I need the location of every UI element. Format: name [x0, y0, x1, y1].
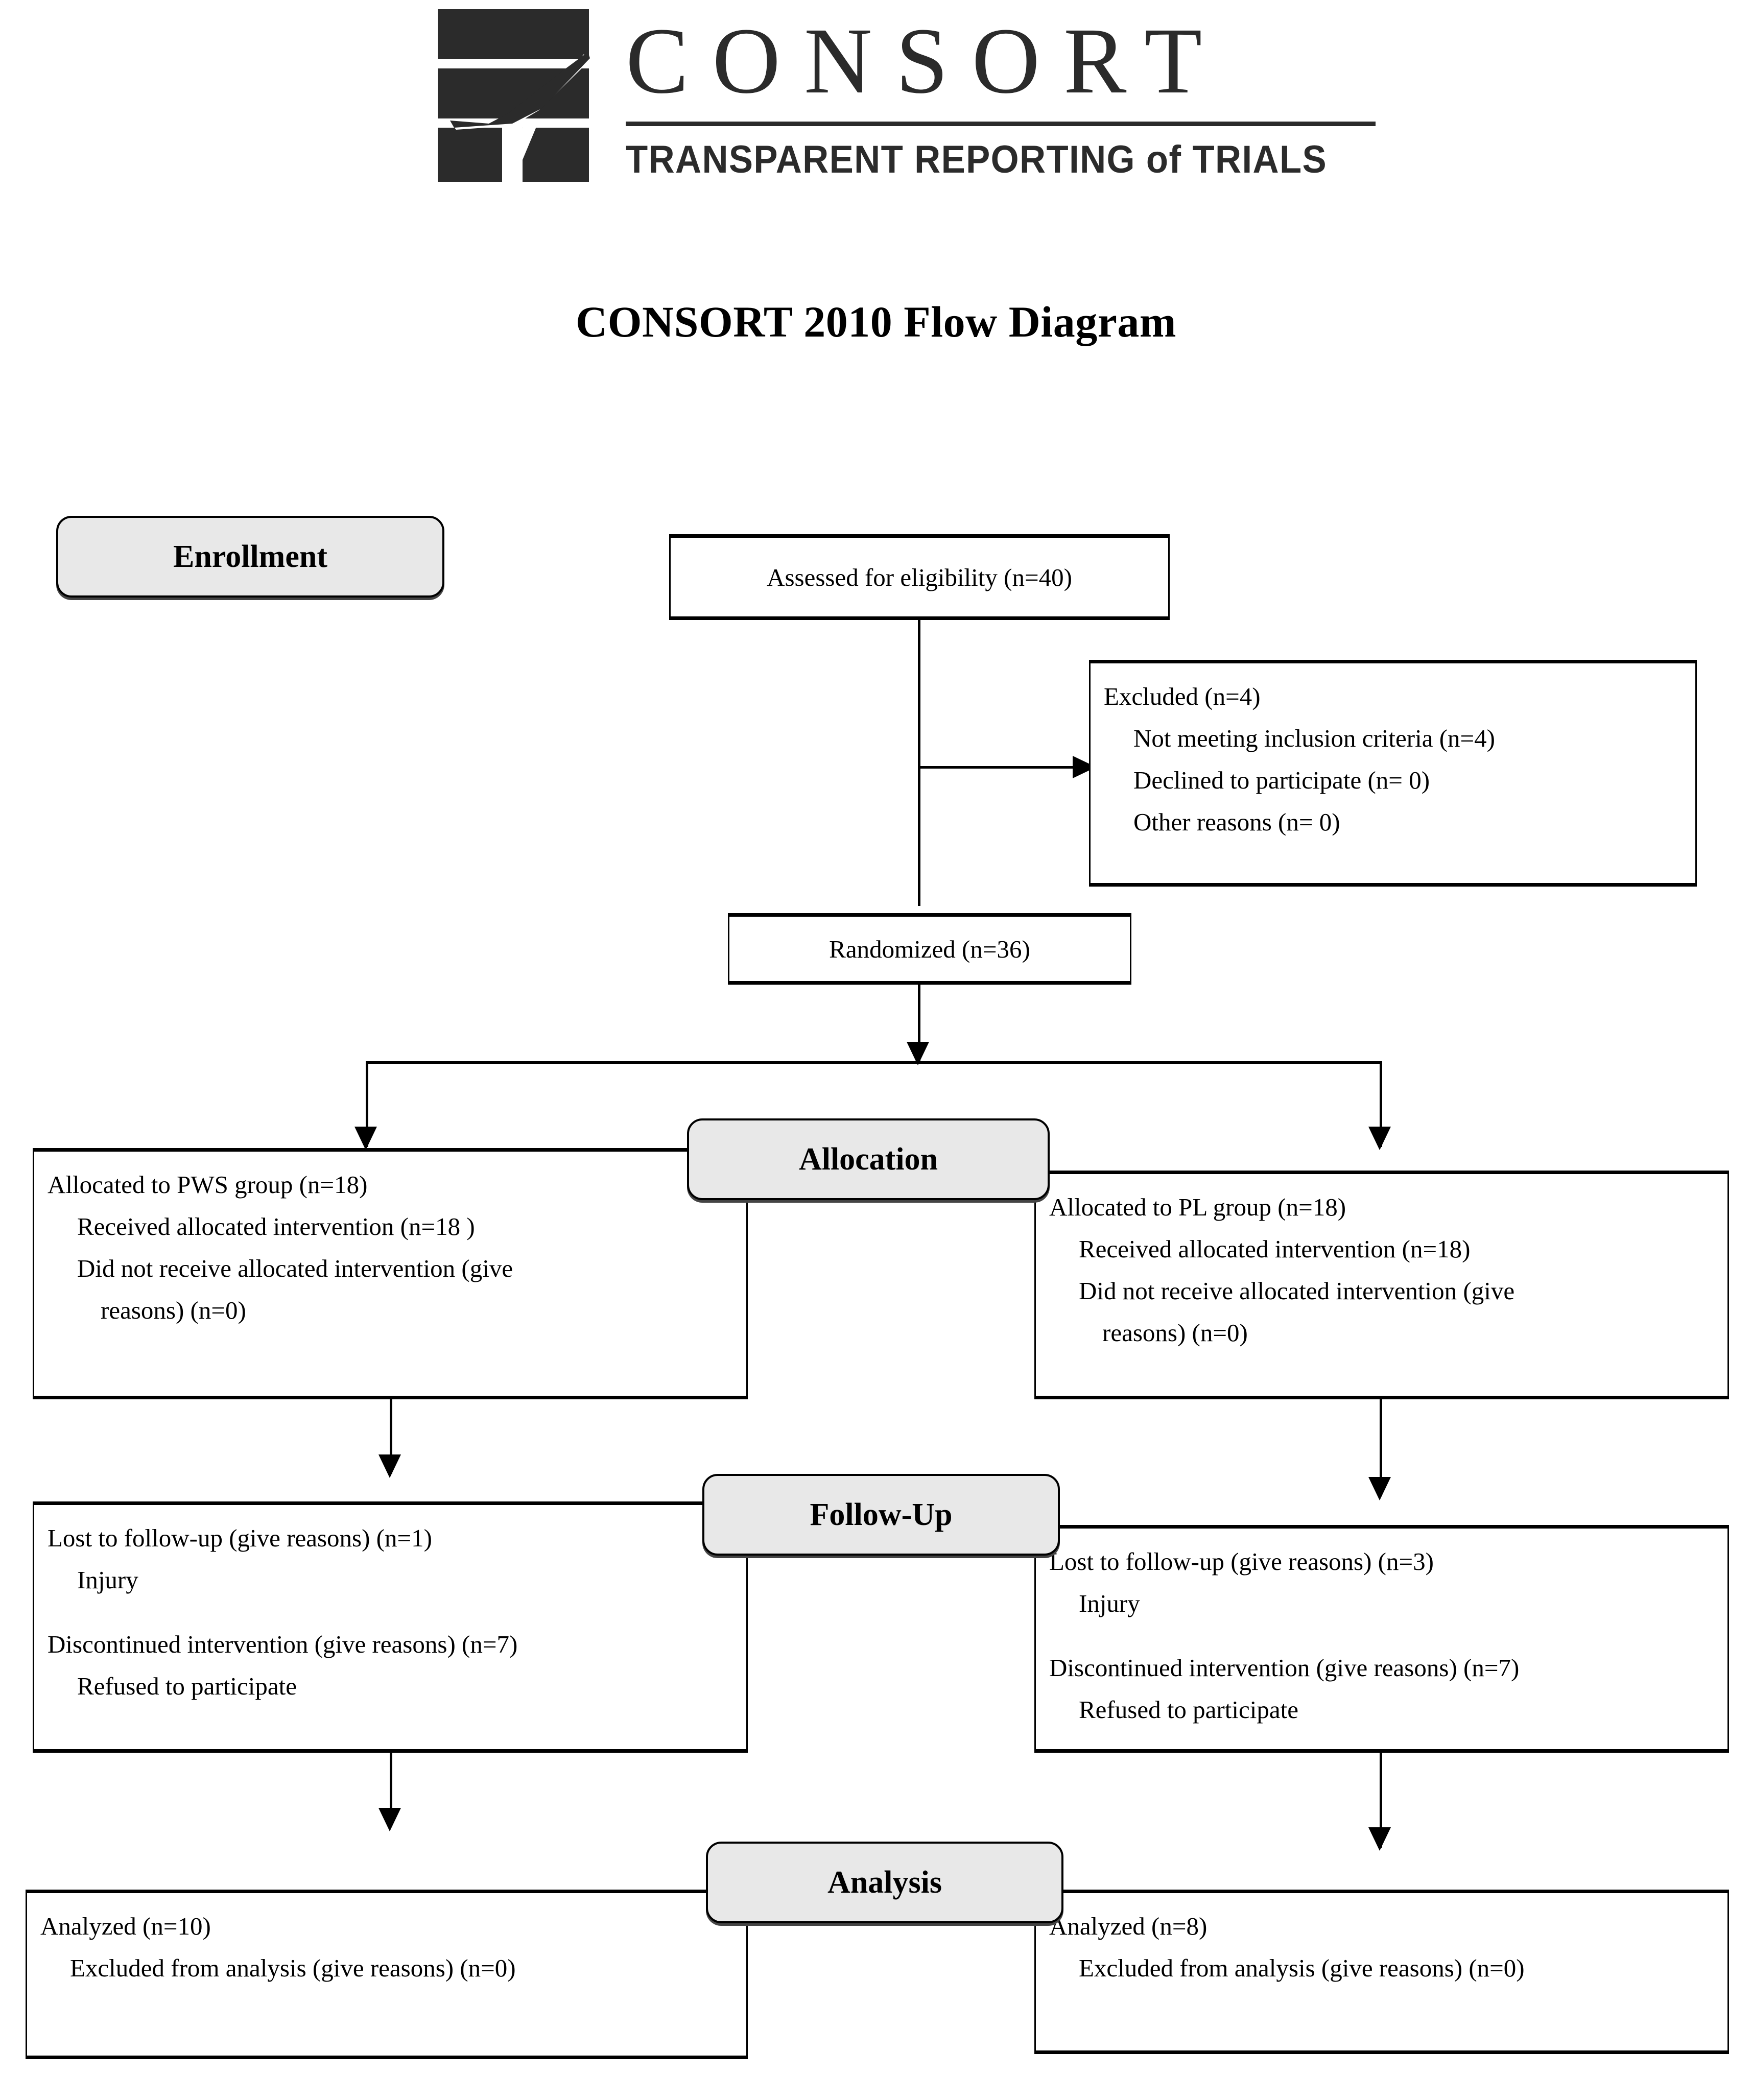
- consort-logo: CONSORT TRANSPARENT REPORTING of TRIALS: [437, 5, 1387, 189]
- logo-tagline: TRANSPARENT REPORTING of TRIALS: [626, 138, 1328, 181]
- excluded-line-1: Excluded (n=4): [1104, 682, 1261, 710]
- arrowhead-analysis-left-icon: [378, 1808, 401, 1831]
- connector-split-left: [366, 1061, 368, 1147]
- connector-randomized-down: [918, 985, 920, 1061]
- stage-label-enrollment: Enrollment: [56, 516, 444, 598]
- box-followup-right: Lost to follow-up (give reasons) (n=3) I…: [1034, 1525, 1729, 1753]
- followup-right-line-2: Injury: [1079, 1589, 1140, 1617]
- randomized-text: Randomized (n=36): [829, 935, 1030, 963]
- analysis-left-line-2: Excluded from analysis (give reasons) (n…: [70, 1954, 516, 1982]
- analysis-right-line-2: Excluded from analysis (give reasons) (n…: [1079, 1954, 1525, 1982]
- connector-assessed-to-randomized: [918, 620, 920, 906]
- connector-alloc-left-to-followup: [390, 1399, 392, 1474]
- stage-label-followup-text: Follow-Up: [810, 1497, 953, 1532]
- followup-left-line-2: Injury: [77, 1566, 138, 1594]
- arrowhead-followup-left-icon: [378, 1454, 401, 1478]
- alloc-left-line-2: Received allocated intervention (n=18 ): [77, 1212, 475, 1240]
- followup-right-line-1: Lost to follow-up (give reasons) (n=3): [1049, 1547, 1434, 1576]
- alloc-left-line-1: Allocated to PWS group (n=18): [48, 1171, 368, 1199]
- followup-left-line-3: Discontinued intervention (give reasons)…: [48, 1630, 518, 1658]
- stage-label-analysis: Analysis: [706, 1842, 1063, 1923]
- alloc-right-line-2: Received allocated intervention (n=18): [1079, 1235, 1471, 1263]
- page-title: CONSORT 2010 Flow Diagram: [575, 297, 1177, 346]
- excluded-line-2: Not meeting inclusion criteria (n=4): [1133, 724, 1495, 752]
- stage-label-enrollment-text: Enrollment: [173, 539, 327, 574]
- stage-label-allocation: Allocation: [687, 1118, 1050, 1200]
- arrowhead-alloc-left-icon: [354, 1127, 377, 1150]
- followup-right-line-4: Refused to participate: [1079, 1696, 1298, 1724]
- box-assessed-for-eligibility: Assessed for eligibility (n=40): [669, 534, 1170, 620]
- analysis-left-line-1: Analyzed (n=10): [40, 1912, 211, 1940]
- stage-label-allocation-text: Allocation: [798, 1141, 938, 1177]
- followup-right-line-3: Discontinued intervention (give reasons)…: [1049, 1654, 1520, 1682]
- connector-alloc-right-to-followup: [1380, 1399, 1382, 1496]
- arrowhead-alloc-right-icon: [1368, 1127, 1391, 1150]
- excluded-line-3: Declined to participate (n= 0): [1133, 766, 1430, 794]
- stage-label-followup: Follow-Up: [702, 1474, 1060, 1556]
- consort-bars-mark-icon: [438, 9, 590, 182]
- arrowhead-followup-right-icon: [1368, 1477, 1391, 1500]
- analysis-right-line-1: Analyzed (n=8): [1049, 1912, 1208, 1940]
- connector-split-bar: [366, 1061, 1382, 1064]
- stage-label-analysis-text: Analysis: [827, 1865, 942, 1900]
- box-allocation-right: Allocated to PL group (n=18) Received al…: [1034, 1171, 1729, 1399]
- box-allocation-left: Allocated to PWS group (n=18) Received a…: [33, 1148, 748, 1399]
- alloc-right-line-1: Allocated to PL group (n=18): [1049, 1193, 1346, 1221]
- followup-left-line-1: Lost to follow-up (give reasons) (n=1): [48, 1524, 432, 1552]
- box-randomized: Randomized (n=36): [728, 913, 1131, 985]
- connector-followup-right-to-analysis: [1380, 1753, 1382, 1848]
- followup-left-line-4: Refused to participate: [77, 1672, 297, 1700]
- assessed-text: Assessed for eligibility (n=40): [767, 563, 1072, 591]
- arrowhead-analysis-right-icon: [1368, 1827, 1391, 1851]
- alloc-left-line-4: reasons) (n=0): [101, 1296, 246, 1324]
- connector-followup-left-to-analysis: [390, 1753, 392, 1827]
- alloc-right-line-3: Did not receive allocated intervention (…: [1079, 1277, 1515, 1305]
- box-excluded: Excluded (n=4) Not meeting inclusion cri…: [1089, 660, 1697, 887]
- connector-to-excluded: [918, 766, 1076, 769]
- logo-wordmark: CONSORT: [626, 9, 1226, 113]
- logo-divider-rule: [626, 122, 1376, 126]
- alloc-left-line-3: Did not receive allocated intervention (…: [77, 1254, 513, 1282]
- box-followup-left: Lost to follow-up (give reasons) (n=1) I…: [33, 1501, 748, 1753]
- box-analysis-right: Analyzed (n=8) Excluded from analysis (g…: [1034, 1890, 1729, 2054]
- box-analysis-left: Analyzed (n=10) Excluded from analysis (…: [26, 1890, 748, 2059]
- alloc-right-line-4: reasons) (n=0): [1102, 1319, 1248, 1347]
- connector-split-right: [1380, 1061, 1382, 1147]
- excluded-line-4: Other reasons (n= 0): [1133, 808, 1340, 836]
